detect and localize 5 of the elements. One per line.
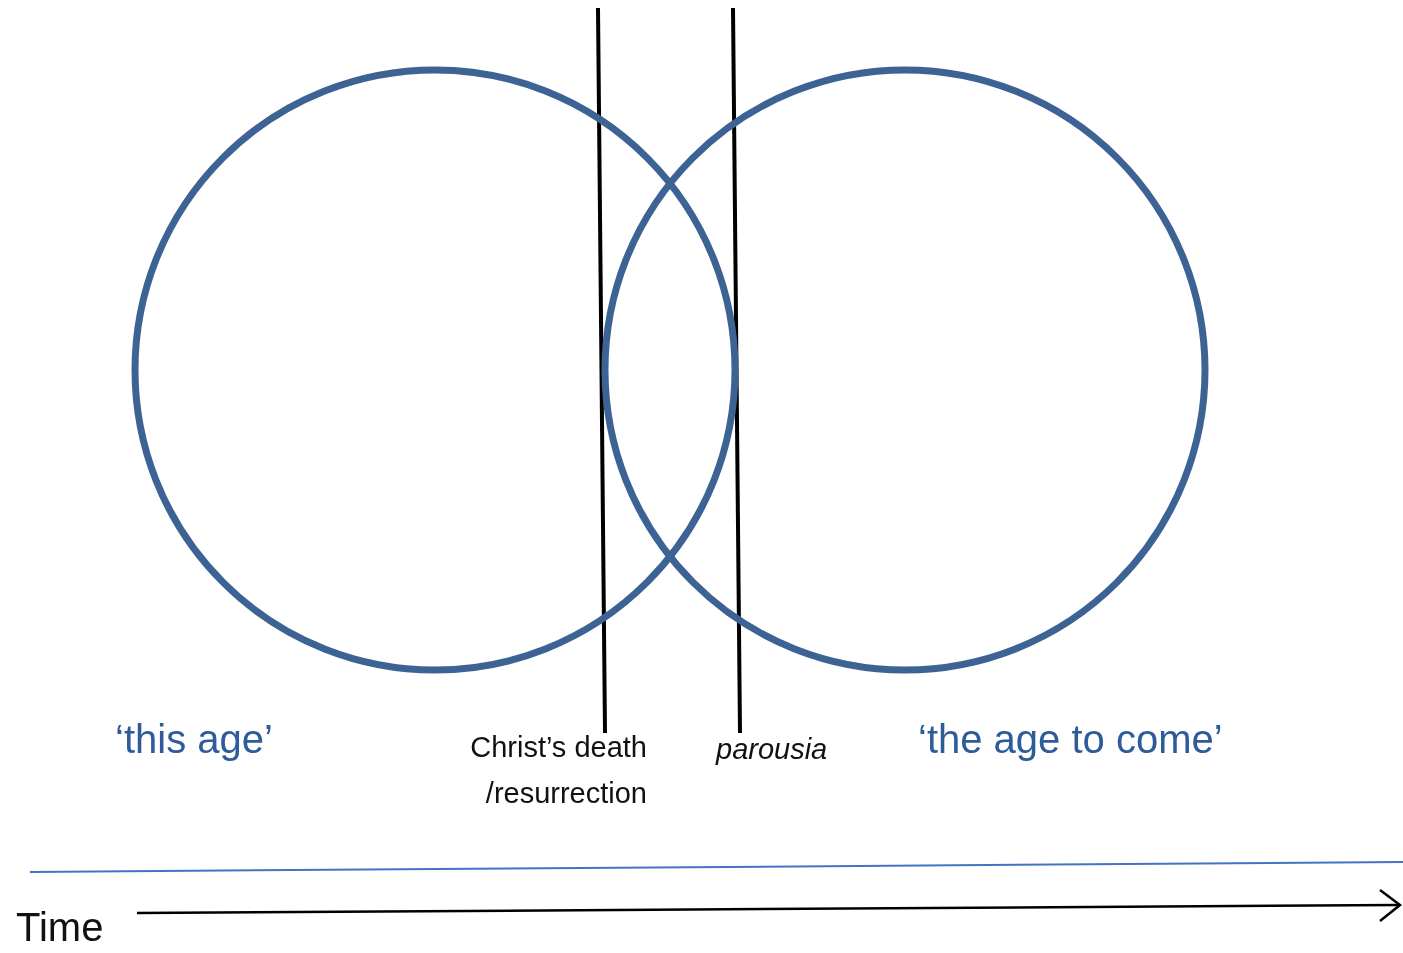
age-label: ‘the age to come’ bbox=[918, 717, 1223, 761]
event-label: parousia bbox=[716, 732, 829, 767]
axis-label: Time bbox=[16, 905, 105, 949]
event-label: Christ’s death /resurrection bbox=[469, 730, 647, 812]
age-label: ‘this age’ bbox=[115, 717, 273, 761]
